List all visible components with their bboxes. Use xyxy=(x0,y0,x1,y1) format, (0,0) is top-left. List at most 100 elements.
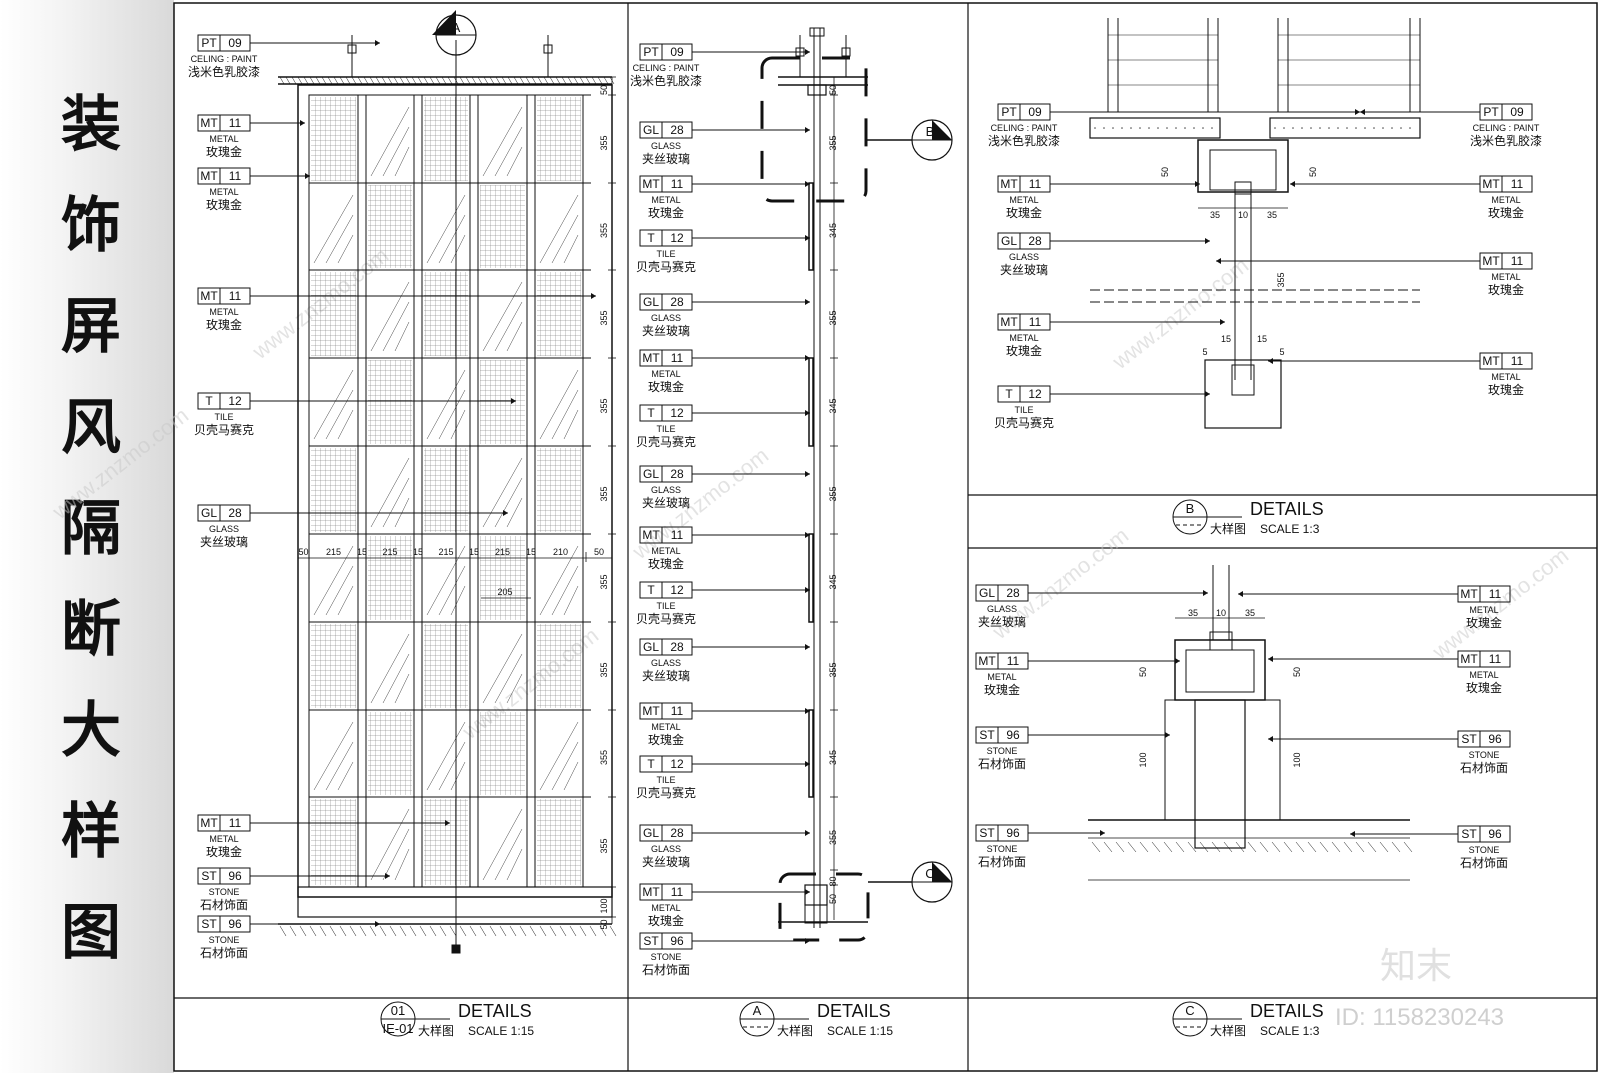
arrow-head xyxy=(1220,319,1225,325)
glass-hatch xyxy=(313,369,354,440)
slab-dots xyxy=(1193,127,1195,129)
tag-chinese: 石材饰面 xyxy=(978,757,1026,771)
hanger-clip xyxy=(543,44,553,54)
tag-english: GLASS xyxy=(1009,252,1039,262)
slab-dots xyxy=(1148,127,1150,129)
glass-hatch xyxy=(563,234,579,264)
mesh-cell xyxy=(480,712,525,795)
tag-chinese: 玫瑰金 xyxy=(648,205,684,220)
glass-hatch xyxy=(551,741,579,791)
title-char: 样 xyxy=(61,797,121,867)
glass-hatch xyxy=(382,301,410,352)
glass-hatch xyxy=(370,106,410,177)
tag-code: MT xyxy=(1460,652,1478,666)
glass-hatch xyxy=(438,214,466,264)
tag-english: TILE xyxy=(656,775,675,785)
arrow-head xyxy=(1268,656,1273,662)
tag-english: METAL xyxy=(651,903,680,913)
top-cap xyxy=(809,27,825,37)
mesh-cell xyxy=(537,272,581,356)
title-char: 隔 xyxy=(61,494,121,564)
dim-text: 50 xyxy=(599,85,609,95)
ceiling-hatch xyxy=(297,76,303,85)
floor-hatch xyxy=(409,925,417,937)
dim-text: 355 xyxy=(828,662,838,677)
tag-number: 28 xyxy=(228,506,242,520)
tile-block xyxy=(808,533,814,623)
dim-text: 50 xyxy=(599,919,609,929)
dim-text: 15 xyxy=(526,547,536,557)
dim-text: 100 xyxy=(1138,752,1148,767)
dim-text: 215 xyxy=(382,547,397,557)
tag-chinese: 玫瑰金 xyxy=(648,379,684,394)
metal-channel xyxy=(1197,139,1289,193)
tag-chinese: 夹丝玻璃 xyxy=(642,855,690,869)
dim-text: 50 xyxy=(298,547,308,557)
ceiling-hatch xyxy=(597,76,603,85)
dim-text: 50 xyxy=(1160,167,1170,177)
floor-hatch xyxy=(319,925,327,937)
ceiling-hatch xyxy=(423,76,429,85)
tag-chinese: 玫瑰金 xyxy=(1006,205,1042,220)
title-bubble-letter: C xyxy=(1185,1003,1194,1018)
tag-code: T xyxy=(1005,387,1013,401)
glass-hatch xyxy=(482,457,523,528)
dim-text: 215 xyxy=(438,547,453,557)
dim-text: 355 xyxy=(599,135,609,150)
tag-code: PT xyxy=(1483,105,1499,119)
dim-text: 50 xyxy=(1292,667,1302,677)
ceiling-hatch xyxy=(537,76,543,85)
tag-number: 11 xyxy=(229,169,242,183)
title-char: 图 xyxy=(61,898,121,968)
glass-hatch xyxy=(551,389,579,440)
dim-text: 355 xyxy=(828,310,838,325)
ceiling-hatch xyxy=(465,76,471,85)
stone-base xyxy=(804,904,828,924)
floor-hatch xyxy=(1331,841,1341,853)
ceiling-hatch xyxy=(309,76,315,85)
section-marker-c: C xyxy=(868,861,953,903)
floor-hatch xyxy=(1127,841,1137,853)
glass-hatch xyxy=(370,808,410,881)
slab-dots xyxy=(1364,127,1366,129)
tag-number: 96 xyxy=(1006,728,1020,742)
slab-dots xyxy=(1310,127,1312,129)
arrow-head xyxy=(511,398,516,404)
watermark-text: www.znzmo.com xyxy=(1427,543,1573,665)
dim-text: 35 xyxy=(1210,210,1220,220)
tag-english: TILE xyxy=(1014,405,1033,415)
mesh-cell xyxy=(537,448,581,532)
arrow-head xyxy=(1203,590,1208,596)
ceiling-hatch xyxy=(327,76,333,85)
marker-arrow xyxy=(932,120,952,140)
ceiling-hatch xyxy=(345,76,351,85)
glass-hatch xyxy=(551,565,579,616)
tag-code: MT xyxy=(642,885,660,899)
arrow-head xyxy=(375,921,380,927)
floor-hatch xyxy=(279,925,287,937)
slab-dots xyxy=(1112,127,1114,129)
mesh-cell xyxy=(424,97,468,181)
ceiling-hatch xyxy=(351,76,357,85)
tag-number: 96 xyxy=(228,869,242,883)
floor-hatch xyxy=(289,925,297,937)
mesh-cell xyxy=(311,799,356,885)
tag-code: MT xyxy=(200,116,218,130)
tag-english: GLASS xyxy=(987,604,1017,614)
glass-hatch xyxy=(325,389,354,440)
arrow-head xyxy=(1205,238,1210,244)
tag-code: GL xyxy=(979,586,995,600)
floor-hatch xyxy=(339,925,347,937)
glass-hatch xyxy=(382,126,410,177)
arrow-head xyxy=(1290,181,1295,187)
tag-chinese: 石材饰面 xyxy=(200,946,248,960)
floor-hatch xyxy=(379,925,387,937)
glass-hatch xyxy=(482,633,523,704)
title-english: DETAILS xyxy=(1250,1001,1324,1021)
